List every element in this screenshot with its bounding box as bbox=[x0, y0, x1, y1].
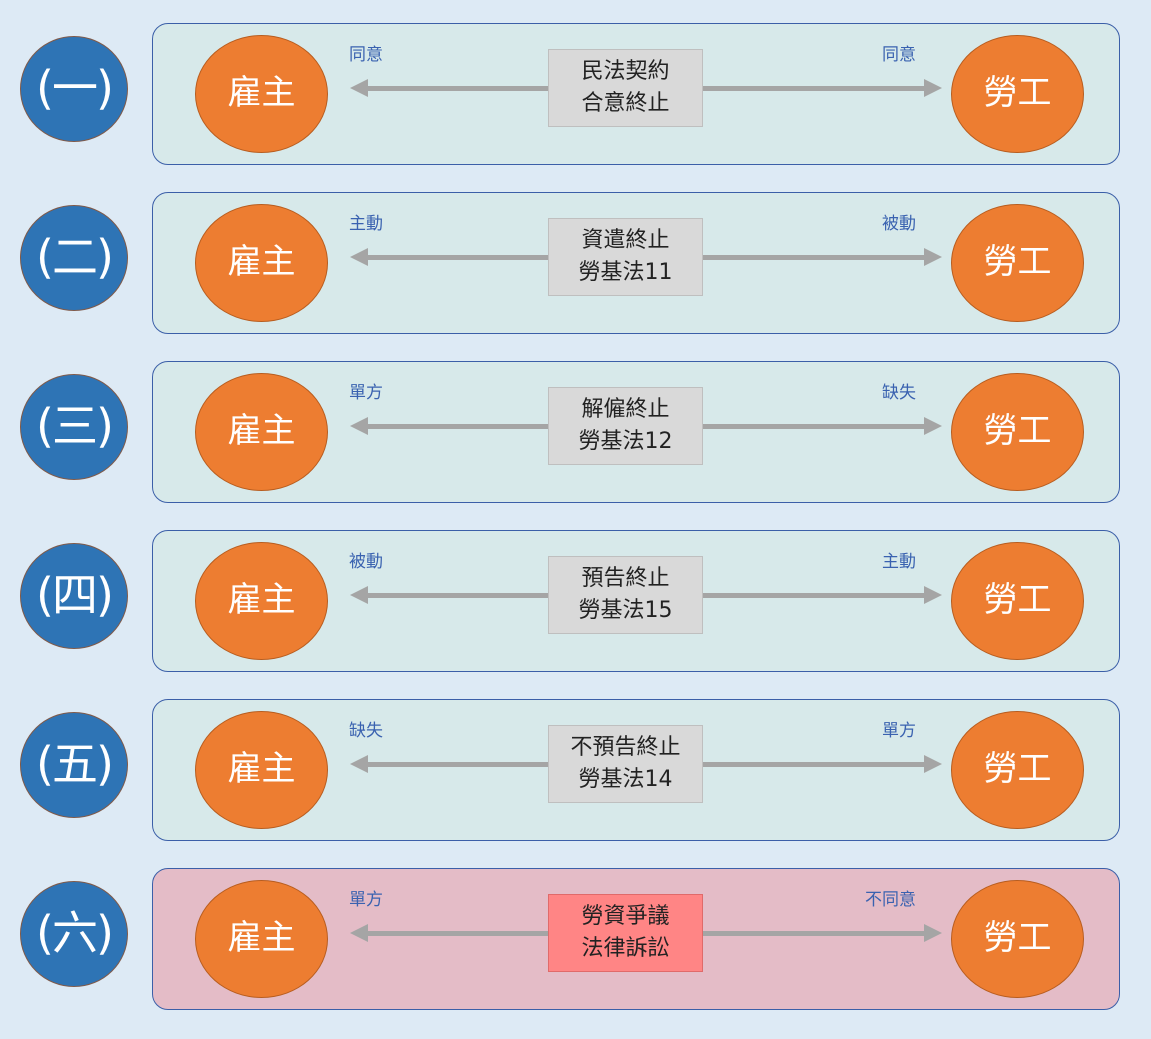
box-line-1: 勞資爭議 bbox=[581, 904, 670, 929]
arrow-right-head-icon bbox=[924, 79, 942, 97]
arrow-right-head-icon bbox=[924, 586, 942, 604]
box-line-2: 勞基法12 bbox=[578, 429, 673, 454]
arrow-left-head-icon bbox=[350, 417, 368, 435]
arrow-right-shaft bbox=[700, 255, 926, 260]
arrow-left-head-icon bbox=[350, 924, 368, 942]
right-tag: 不同意 bbox=[865, 890, 916, 910]
employer-node: 雇主 bbox=[195, 880, 328, 998]
left-tag: 單方 bbox=[349, 383, 383, 403]
arrow-left-shaft bbox=[366, 424, 550, 429]
worker-node: 勞工 bbox=[951, 35, 1084, 153]
arrow-left-shaft bbox=[366, 86, 550, 91]
arrow-right-shaft bbox=[700, 593, 926, 598]
arrow-left-shaft bbox=[366, 762, 550, 767]
box-line-2: 法律訴訟 bbox=[581, 936, 670, 961]
arrow-right-shaft bbox=[700, 931, 926, 936]
box-line-2: 勞基法11 bbox=[578, 260, 673, 285]
arrow-left-head-icon bbox=[350, 79, 368, 97]
arrow-right-shaft bbox=[700, 762, 926, 767]
right-tag: 被動 bbox=[882, 214, 916, 234]
row-number-badge: (二) bbox=[20, 205, 128, 311]
arrow-right-shaft bbox=[700, 86, 926, 91]
left-tag: 同意 bbox=[349, 45, 383, 65]
arrow-left-shaft bbox=[366, 255, 550, 260]
employer-node: 雇主 bbox=[195, 711, 328, 829]
worker-node: 勞工 bbox=[951, 204, 1084, 322]
arrow-right-head-icon bbox=[924, 755, 942, 773]
box-line-1: 解僱終止 bbox=[581, 397, 670, 422]
employer-node: 雇主 bbox=[195, 35, 328, 153]
row-3: (三) 單方 缺失 雇主 勞工 解僱終止 勞基法12 bbox=[0, 361, 1151, 506]
worker-node: 勞工 bbox=[951, 711, 1084, 829]
arrow-right-shaft bbox=[700, 424, 926, 429]
box-line-1: 民法契約 bbox=[581, 59, 670, 84]
termination-box: 預告終止 勞基法15 bbox=[548, 556, 703, 634]
arrow-left-shaft bbox=[366, 931, 550, 936]
termination-box: 解僱終止 勞基法12 bbox=[548, 387, 703, 465]
row-5: (五) 缺失 單方 雇主 勞工 不預告終止 勞基法14 bbox=[0, 699, 1151, 844]
box-line-2: 勞基法14 bbox=[578, 767, 673, 792]
left-tag: 主動 bbox=[349, 214, 383, 234]
row-2: (二) 主動 被動 雇主 勞工 資遣終止 勞基法11 bbox=[0, 192, 1151, 337]
arrow-right-head-icon bbox=[924, 248, 942, 266]
termination-box: 不預告終止 勞基法14 bbox=[548, 725, 703, 803]
right-tag: 缺失 bbox=[882, 383, 916, 403]
arrow-left-head-icon bbox=[350, 586, 368, 604]
box-line-1: 預告終止 bbox=[581, 566, 670, 591]
worker-node: 勞工 bbox=[951, 542, 1084, 660]
termination-box: 民法契約 合意終止 bbox=[548, 49, 703, 127]
box-line-1: 資遣終止 bbox=[581, 228, 670, 253]
row-number-badge: (三) bbox=[20, 374, 128, 480]
arrow-right-head-icon bbox=[924, 417, 942, 435]
dispute-box: 勞資爭議 法律訴訟 bbox=[548, 894, 703, 972]
worker-node: 勞工 bbox=[951, 373, 1084, 491]
employer-node: 雇主 bbox=[195, 204, 328, 322]
row-1: (一) 同意 同意 雇主 勞工 民法契約 合意終止 bbox=[0, 23, 1151, 168]
right-tag: 單方 bbox=[882, 721, 916, 741]
row-number-badge: (五) bbox=[20, 712, 128, 818]
left-tag: 被動 bbox=[349, 552, 383, 572]
termination-box: 資遣終止 勞基法11 bbox=[548, 218, 703, 296]
row-4: (四) 被動 主動 雇主 勞工 預告終止 勞基法15 bbox=[0, 530, 1151, 675]
right-tag: 同意 bbox=[882, 45, 916, 65]
box-line-2: 合意終止 bbox=[581, 91, 670, 116]
worker-node: 勞工 bbox=[951, 880, 1084, 998]
right-tag: 主動 bbox=[882, 552, 916, 572]
box-line-1: 不預告終止 bbox=[570, 735, 681, 760]
employer-node: 雇主 bbox=[195, 542, 328, 660]
row-6: (六) 單方 不同意 雇主 勞工 勞資爭議 法律訴訟 bbox=[0, 868, 1151, 1013]
box-line-2: 勞基法15 bbox=[578, 598, 673, 623]
left-tag: 缺失 bbox=[349, 721, 383, 741]
left-tag: 單方 bbox=[349, 890, 383, 910]
arrow-left-shaft bbox=[366, 593, 550, 598]
row-number-badge: (六) bbox=[20, 881, 128, 987]
arrow-right-head-icon bbox=[924, 924, 942, 942]
employer-node: 雇主 bbox=[195, 373, 328, 491]
arrow-left-head-icon bbox=[350, 248, 368, 266]
row-number-badge: (四) bbox=[20, 543, 128, 649]
arrow-left-head-icon bbox=[350, 755, 368, 773]
row-number-badge: (一) bbox=[20, 36, 128, 142]
